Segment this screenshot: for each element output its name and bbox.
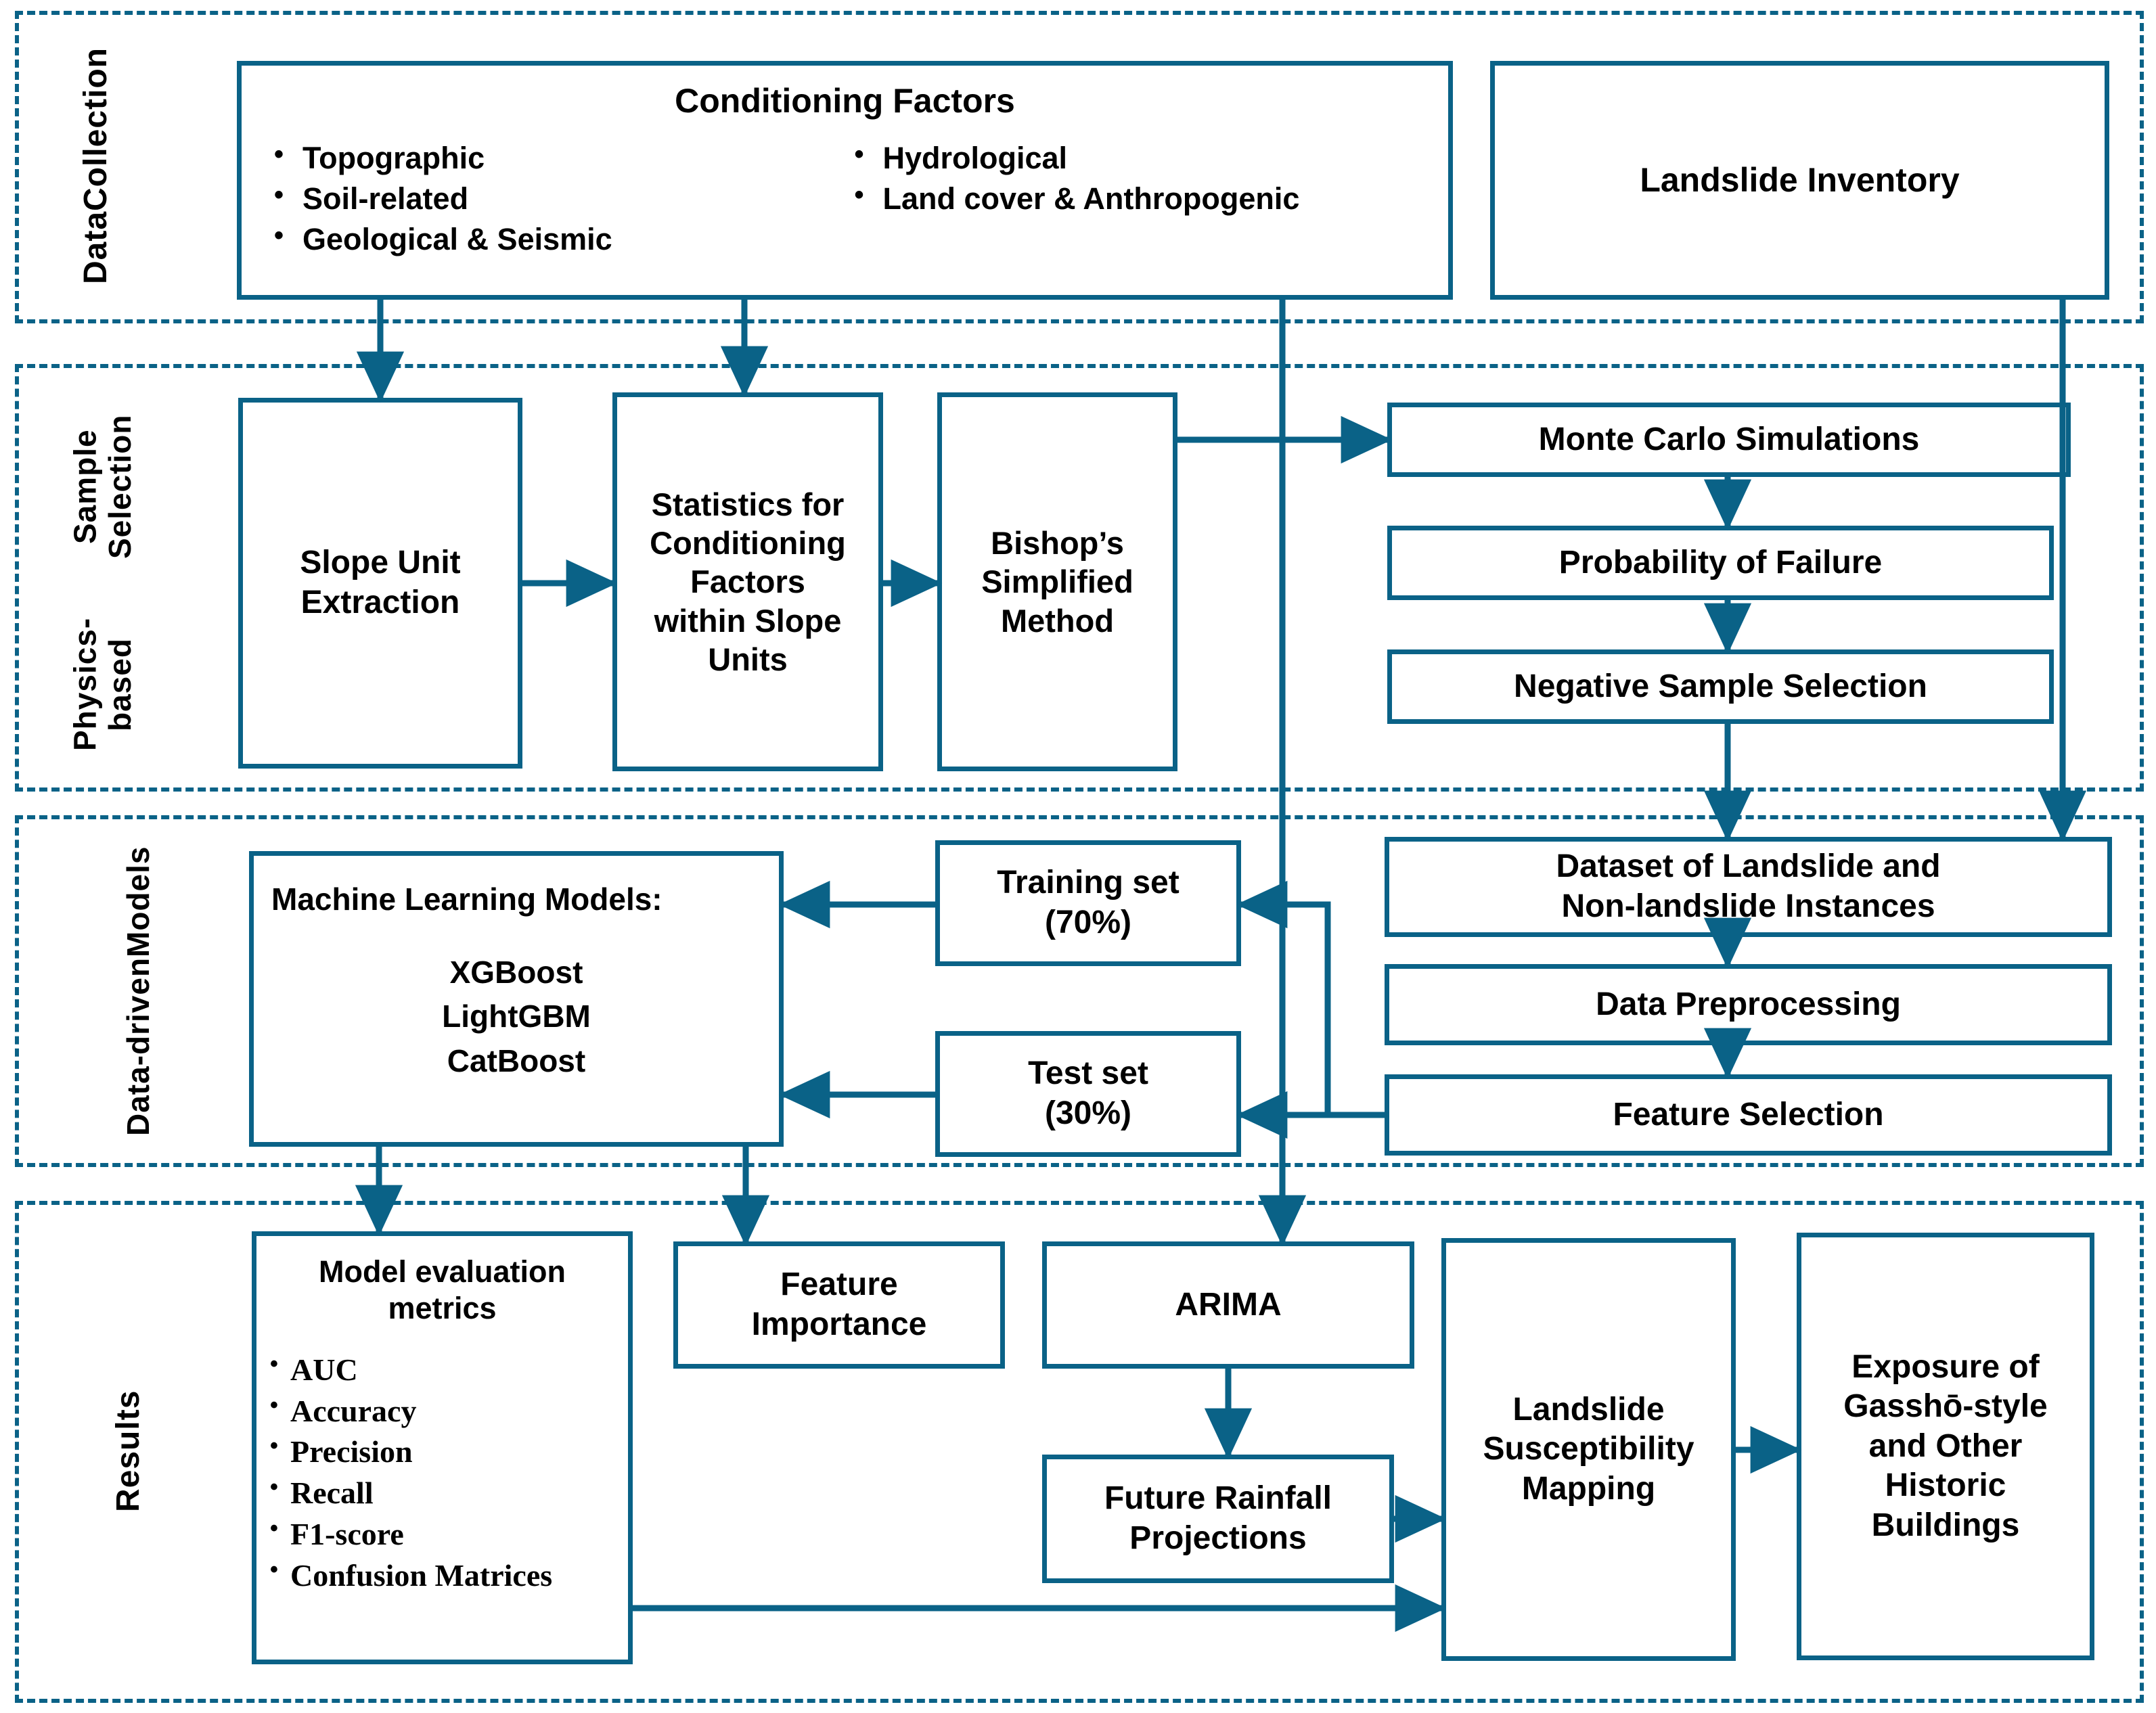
future-rainfall-projections-box[interactable]: Future Rainfall Projections: [1042, 1455, 1394, 1583]
band-label-results: Results: [85, 1218, 173, 1685]
band-data-driven: [15, 815, 2144, 1167]
exposure-line1: Exposure of: [1851, 1348, 2040, 1385]
conditioning-factors-title: Conditioning Factors: [675, 82, 1015, 120]
landslide-susceptibility-mapping-box[interactable]: Landslide Susceptibility Mapping: [1441, 1238, 1736, 1661]
arima-label: ARIMA: [1175, 1286, 1282, 1323]
negative-sample-selection-box[interactable]: Negative Sample Selection: [1387, 649, 2054, 724]
band-physics-based: [15, 364, 2144, 792]
test-set-box[interactable]: Test set (30%): [935, 1031, 1241, 1157]
slope-unit-extraction-line2: Extraction: [300, 585, 460, 620]
dataset-line2: Non-landslide Instances: [1561, 888, 1935, 924]
list-item: F1-score: [269, 1513, 616, 1555]
conditioning-factors-left-list: Topographic Soil-related Geological & Se…: [265, 137, 845, 260]
dataset-line1: Dataset of Landslide and: [1556, 848, 1941, 885]
training-set-line2: (70%): [1044, 905, 1132, 940]
metrics-title-line1: Model evaluation: [318, 1254, 566, 1289]
band-label-line1: Data-driven: [120, 957, 156, 1137]
list-item: AUC: [269, 1349, 616, 1391]
probability-of-failure-box[interactable]: Probability of Failure: [1387, 526, 2054, 600]
statistics-line5: Units: [708, 641, 788, 677]
feature-selection-label: Feature Selection: [1613, 1096, 1884, 1133]
future-rainfall-line1: Future Rainfall: [1104, 1480, 1332, 1517]
bishops-simplified-method-box[interactable]: Bishop’s Simplified Method: [937, 392, 1177, 771]
exposure-line5: Buildings: [1871, 1507, 2020, 1543]
list-item: Hydrological: [845, 137, 1426, 179]
ml-model-xgboost: XGBoost: [449, 955, 583, 990]
list-item: Accuracy: [269, 1390, 616, 1432]
landslide-inventory-box[interactable]: Landslide Inventory: [1490, 61, 2109, 300]
bishop-line2: Simplified: [981, 564, 1133, 600]
arima-box[interactable]: ARIMA: [1042, 1241, 1414, 1369]
model-evaluation-metrics-box[interactable]: Model evaluation metrics AUC Accuracy Pr…: [252, 1231, 633, 1664]
feature-importance-box[interactable]: Feature Importance: [673, 1241, 1005, 1369]
bishop-line3: Method: [1000, 602, 1115, 639]
landslide-inventory-label: Landslide Inventory: [1640, 161, 1960, 199]
bishop-line1: Bishop’s: [991, 525, 1124, 561]
negative-sample-selection-label: Negative Sample Selection: [1514, 668, 1927, 704]
feature-importance-line1: Feature: [780, 1266, 898, 1303]
ml-model-lightgbm: LightGBM: [442, 999, 591, 1034]
data-preprocessing-box[interactable]: Data Preprocessing: [1385, 964, 2112, 1045]
training-set-box[interactable]: Training set (70%): [935, 840, 1241, 966]
feature-importance-line2: Importance: [751, 1306, 927, 1342]
list-item: Recall: [269, 1472, 616, 1514]
lsm-line1: Landslide: [1512, 1391, 1665, 1428]
band-label-data-collection: Data Collection: [35, 27, 157, 304]
ml-model-catboost: CatBoost: [447, 1043, 586, 1078]
statistics-line4: within Slope: [654, 602, 842, 639]
test-set-line1: Test set: [1028, 1055, 1148, 1092]
monte-carlo-label: Monte Carlo Simulations: [1538, 421, 1920, 457]
band-label-line1: Results: [110, 1390, 147, 1513]
list-item: Geological & Seismic: [265, 218, 845, 260]
list-item: Precision: [269, 1431, 616, 1473]
lsm-line2: Susceptibility: [1483, 1431, 1694, 1467]
future-rainfall-line2: Projections: [1129, 1520, 1307, 1556]
statistics-line3: Factors: [690, 564, 805, 600]
band-label-physics-based: Physics-based Sample Selection: [35, 379, 171, 775]
ml-models-title: Machine Learning Models:: [271, 882, 662, 917]
exposure-line4: Historic: [1885, 1467, 2006, 1504]
statistics-conditioning-factors-box[interactable]: Statistics for Conditioning Factors with…: [612, 392, 883, 771]
exposure-line2: Gasshō-style: [1843, 1388, 2048, 1425]
lsm-line3: Mapping: [1521, 1470, 1656, 1507]
band-label-line2: Collection: [78, 47, 114, 211]
slope-unit-extraction-line1: Slope Unit: [300, 545, 461, 581]
machine-learning-models-box[interactable]: Machine Learning Models: XGBoost LightGB…: [249, 851, 784, 1147]
band-label-line1: Physics-based: [67, 618, 137, 752]
band-label-line2: Sample Selection: [67, 414, 137, 559]
metrics-list: AUC Accuracy Precision Recall F1-score C…: [269, 1349, 616, 1597]
data-preprocessing-label: Data Preprocessing: [1596, 986, 1901, 1022]
test-set-line2: (30%): [1044, 1095, 1132, 1131]
exposure-line3: and Other: [1868, 1428, 2023, 1464]
list-item: Land cover & Anthropogenic: [845, 177, 1426, 219]
conditioning-factors-right-list: Hydrological Land cover & Anthropogenic: [845, 137, 1426, 219]
band-data-collection: [15, 11, 2144, 323]
band-results: [15, 1201, 2144, 1703]
dataset-instances-box[interactable]: Dataset of Landslide and Non-landslide I…: [1385, 837, 2112, 937]
band-label-line2: Models: [120, 846, 156, 958]
band-label-line1: Data: [78, 210, 114, 285]
band-label-data-driven: Data-driven Models: [74, 832, 203, 1150]
conditioning-factors-box[interactable]: Conditioning Factors Topographic Soil-re…: [237, 61, 1453, 300]
feature-selection-box[interactable]: Feature Selection: [1385, 1074, 2112, 1156]
training-set-line1: Training set: [997, 865, 1180, 901]
statistics-line2: Conditioning: [650, 525, 846, 561]
slope-unit-extraction-box[interactable]: Slope Unit Extraction: [238, 398, 522, 769]
statistics-line1: Statistics for: [651, 486, 845, 522]
list-item: Topographic: [265, 137, 845, 179]
monte-carlo-simulations-box[interactable]: Monte Carlo Simulations: [1387, 403, 2071, 477]
list-item: Confusion Matrices: [269, 1555, 616, 1597]
metrics-title-line2: metrics: [388, 1291, 497, 1325]
list-item: Soil-related: [265, 177, 845, 219]
probability-of-failure-label: Probability of Failure: [1558, 544, 1883, 580]
exposure-historic-buildings-box[interactable]: Exposure of Gasshō-style and Other Histo…: [1797, 1233, 2094, 1660]
